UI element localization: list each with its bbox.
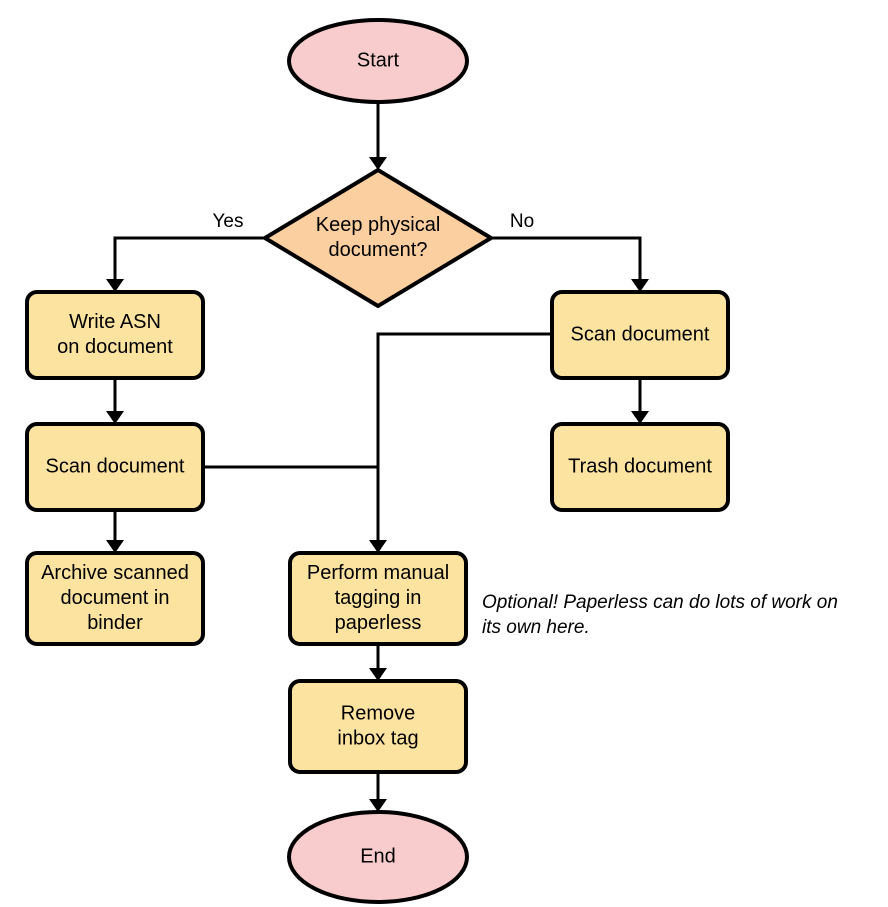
process-shape[interactable] [288,551,468,646]
annotation-optional-note: Optional! Paperless can do lots of work … [482,592,838,638]
node-label: Trash document [568,455,712,477]
edges-layer: Yes No [106,102,649,812]
process-shape[interactable] [25,290,205,380]
edge-path [490,236,642,286]
arrow-head-icon [106,279,124,292]
edge-path [113,236,265,286]
node-label: Remove [341,702,415,724]
edge-manual-tagging-to-remove-inbox-tag [369,644,387,681]
edge-label-decision-yes-to-write-asn: Yes [213,211,244,232]
node-keep-physical[interactable]: Keep physical document? [263,168,493,308]
annotation-line: its own here. [482,617,590,638]
node-label: Start [357,49,400,71]
arrow-head-icon [369,157,387,170]
node-scan-left[interactable]: Scan document [25,422,205,512]
decision-shape[interactable] [263,168,493,308]
arrow-head-icon [631,411,649,424]
node-label: Scan document [46,455,185,477]
edge-label-decision-no-to-scan-right: No [510,211,534,232]
process-shape[interactable] [288,679,468,774]
arrow-head-icon [369,799,387,812]
node-label: Write ASN [69,311,161,333]
node-label: Scan document [571,323,710,345]
node-trash[interactable]: Trash document [550,422,730,512]
arrow-head-icon [631,279,649,292]
node-label: Keep physical [316,214,441,236]
process-shape[interactable] [25,422,205,512]
arrow-head-icon [369,540,387,553]
node-start[interactable]: Start [287,18,469,104]
process-shape[interactable] [550,422,730,512]
arrow-head-icon [106,411,124,424]
annotation-line: Optional! Paperless can do lots of work … [482,592,838,613]
edge-write-asn-to-scan-left [106,378,124,424]
edge-decision-no-to-scan-right: No [490,211,649,292]
node-label: document? [329,239,428,261]
edge-remove-inbox-tag-to-end [369,772,387,812]
node-label: Perform manual [307,562,449,584]
node-write-asn[interactable]: Write ASN on document [25,290,205,380]
node-label: on document [57,336,173,358]
node-label: paperless [335,612,422,634]
edge-scan-right-to-trash [631,378,649,424]
node-label: inbox tag [337,727,418,749]
node-label: Archive scanned [41,562,189,584]
node-label: document in [61,587,170,609]
edge-scan-right-to-manual-tagging [369,332,552,553]
edge-scan-left-to-archive [106,510,124,553]
node-scan-right[interactable]: Scan document [550,290,730,380]
process-shape[interactable] [550,290,730,380]
arrow-head-icon [369,668,387,681]
node-label: End [360,845,396,867]
arrow-head-icon [106,540,124,553]
node-label: tagging in [335,587,422,609]
node-label: binder [87,612,143,634]
node-archive-binder[interactable]: Archive scanned document in binder [25,551,205,646]
process-shape[interactable] [25,551,205,646]
edge-start-to-decision [369,102,387,170]
annotations-layer: Optional! Paperless can do lots of work … [482,592,838,638]
terminator-shape[interactable] [287,18,469,104]
node-remove-inbox-tag[interactable]: Remove inbox tag [288,679,468,774]
edge-path [376,332,552,547]
edge-decision-yes-to-write-asn: Yes [106,211,265,292]
node-manual-tagging[interactable]: Perform manual tagging in paperless [288,551,468,646]
terminator-shape[interactable] [287,810,469,904]
node-end[interactable]: End [287,810,469,904]
